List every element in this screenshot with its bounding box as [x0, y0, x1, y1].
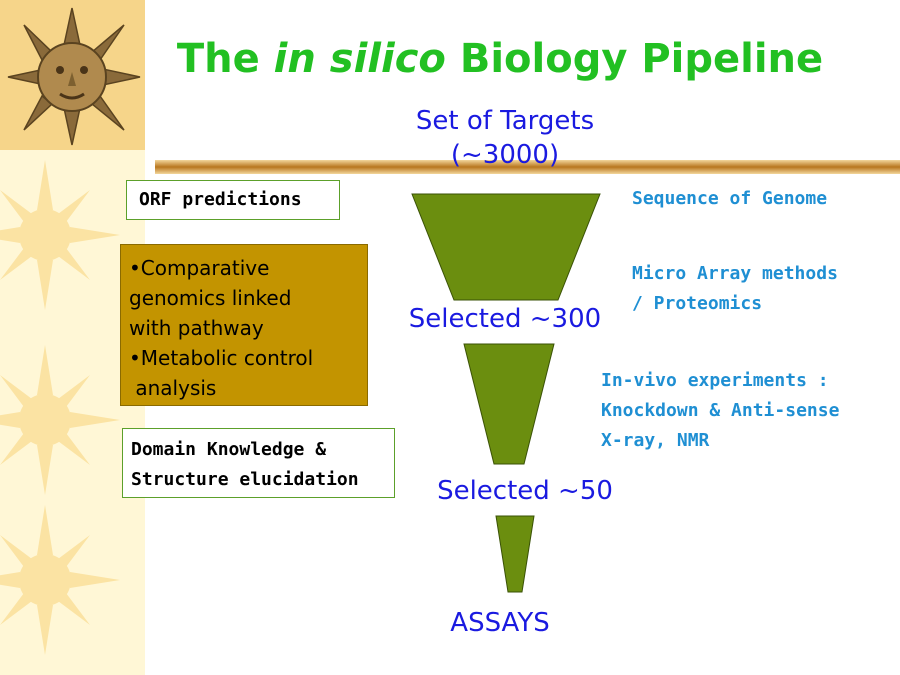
stage2-label: Selected ~300 — [408, 304, 602, 334]
bottom-label: ASSAYS — [450, 608, 550, 638]
gold-line: genomics linked — [129, 286, 292, 310]
invivo-note: In-vivo experiments : Knockdown & Anti-s… — [601, 366, 839, 456]
microarray-line2: / Proteomics — [632, 293, 763, 314]
domain-line1: Domain Knowledge & — [131, 439, 327, 460]
stage3-label: Selected ~50 — [437, 476, 613, 506]
divider-bar — [155, 160, 900, 174]
title-prefix: The — [176, 36, 260, 82]
genome-text: Sequence of Genome — [632, 188, 828, 209]
gold-line: •Metabolic control — [129, 346, 314, 370]
invivo-line3: X-ray, NMR — [601, 430, 710, 451]
funnel-stage-3 — [495, 515, 535, 593]
funnel-stage-1 — [411, 193, 601, 301]
top-label-line2: (~3000) — [450, 140, 560, 170]
gold-line: analysis — [129, 376, 217, 400]
genome-note: Sequence of Genome — [632, 184, 827, 214]
page-title: The in silico Biology Pipeline — [150, 36, 850, 82]
domain-line2: Structure elucidation — [131, 469, 359, 490]
invivo-line1: In-vivo experiments : — [601, 370, 829, 391]
orf-predictions-text: ORF predictions — [139, 189, 302, 210]
comparative-genomics-box: •Comparative genomics linked with pathwa… — [120, 244, 368, 406]
gold-line: with pathway — [129, 316, 264, 340]
title-italic: in silico — [273, 36, 446, 82]
funnel-diagram — [411, 193, 601, 593]
microarray-line1: Micro Array methods — [632, 263, 838, 284]
top-label-line1: Set of Targets — [415, 106, 595, 136]
title-suffix: Biology Pipeline — [459, 36, 824, 82]
sun-face-icon — [7, 7, 141, 146]
funnel-stage-2 — [463, 343, 555, 465]
domain-knowledge-box: Domain Knowledge & Structure elucidation — [122, 428, 395, 498]
microarray-note: Micro Array methods / Proteomics — [632, 259, 838, 319]
gold-line: •Comparative — [129, 256, 270, 280]
invivo-line2: Knockdown & Anti-sense — [601, 400, 840, 421]
sun-rays-icon — [0, 160, 120, 655]
orf-predictions-box: ORF predictions — [126, 180, 340, 220]
